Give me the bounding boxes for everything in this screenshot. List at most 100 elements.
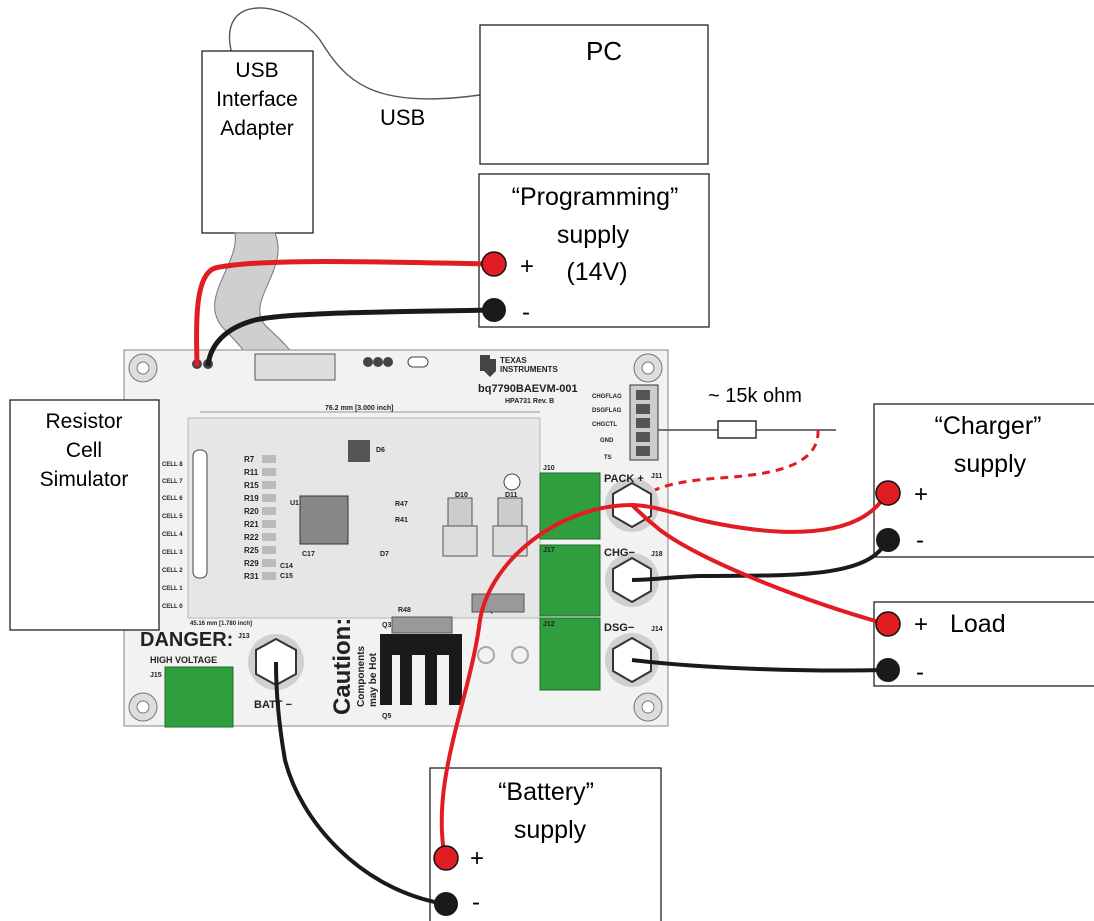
ti-logo-icon bbox=[480, 355, 496, 377]
refdes-r47: R47 bbox=[395, 501, 408, 508]
programming-supply-line-3: (14V) bbox=[566, 258, 627, 286]
mounting-hole-tl bbox=[128, 353, 158, 383]
programming-negative-terminal bbox=[482, 298, 506, 322]
pc-label: PC bbox=[586, 36, 622, 66]
j9-pin-1: CHGFLAG bbox=[592, 394, 622, 400]
refdes-c17: C17 bbox=[302, 551, 315, 558]
header-j6 bbox=[407, 356, 429, 368]
programming-positive-wire bbox=[194, 259, 491, 367]
header-j5 bbox=[363, 357, 393, 367]
charger-supply-line-1: “Charger” bbox=[935, 412, 1042, 440]
cell-label: CELL 6 bbox=[162, 496, 183, 502]
refdes-q5: Q5 bbox=[382, 713, 391, 720]
cell-label: CELL 1 bbox=[162, 586, 183, 592]
charger-plus-sign: + bbox=[914, 481, 928, 508]
mounting-hole-tr bbox=[633, 353, 663, 383]
refdes-j15: J15 bbox=[150, 672, 162, 679]
usb-adapter-line-2: Interface bbox=[216, 88, 298, 111]
battery-supply-line-1: “Battery” bbox=[498, 778, 594, 806]
j9-pin-2: DSGFLAG bbox=[592, 408, 622, 414]
refdes-j14: J14 bbox=[651, 626, 663, 633]
svg-text:R29: R29 bbox=[244, 559, 259, 568]
battery-minus-sign: - bbox=[472, 889, 480, 916]
programming-supply-box bbox=[478, 173, 710, 328]
board-revision: HPA731 Rev. B bbox=[505, 398, 554, 405]
j9-pins bbox=[636, 390, 650, 456]
caution-text: Caution: Components may be Hot bbox=[329, 618, 379, 715]
refdes-q3: Q3 bbox=[382, 622, 391, 629]
resistor-cell-simulator-box bbox=[9, 399, 160, 631]
load-positive-wire bbox=[630, 503, 887, 626]
terminal-block-j15 bbox=[164, 666, 234, 728]
cell-sim-line-3: Simulator bbox=[40, 468, 129, 491]
pc-box bbox=[479, 24, 709, 165]
board-model: bq7790BAEVM-001 bbox=[478, 383, 578, 395]
board-vendor-line-1: TEXAS bbox=[500, 356, 527, 365]
resistor-dashed-wire bbox=[654, 429, 820, 492]
svg-text:R20: R20 bbox=[244, 507, 259, 516]
pack-plus-label: PACK + bbox=[604, 473, 644, 485]
usb-cable bbox=[229, 7, 481, 100]
svg-text:R19: R19 bbox=[244, 494, 259, 503]
refdes-j11: J11 bbox=[651, 473, 662, 480]
programming-plus-sign: + bbox=[520, 253, 534, 280]
dsg-minus-label: DSG− bbox=[604, 622, 634, 634]
refdes-r48: R48 bbox=[398, 607, 411, 614]
svg-text:R22: R22 bbox=[244, 533, 259, 542]
charger-negative-terminal bbox=[876, 528, 900, 552]
cell-label: CELL 4 bbox=[162, 532, 183, 538]
battery-negative-terminal bbox=[434, 892, 458, 916]
pack-plus-testpoint bbox=[503, 473, 521, 491]
component-q7 bbox=[471, 593, 525, 613]
refdes-j17: J18 bbox=[651, 551, 663, 558]
programming-minus-sign: - bbox=[522, 299, 530, 326]
svg-text:may be Hot: may be Hot bbox=[368, 652, 379, 707]
mounting-hole-br bbox=[633, 692, 663, 722]
load-negative-wire bbox=[631, 658, 887, 673]
cell-label: CELL 3 bbox=[162, 550, 183, 556]
cell-label: CELL 8 bbox=[162, 462, 183, 468]
usb-adapter-line-3: Adapter bbox=[220, 117, 294, 140]
via-2 bbox=[511, 646, 529, 664]
battery-plus-sign: + bbox=[470, 845, 484, 872]
battery-negative-wire bbox=[274, 661, 446, 906]
svg-text:R21: R21 bbox=[244, 520, 259, 529]
mounting-hole-bl bbox=[128, 692, 158, 722]
refdes-j16: J17 bbox=[543, 547, 555, 554]
refdes-c15: C15 bbox=[280, 573, 293, 580]
resistor-column: R7 R11 R15 R19 R20 R21 R22 R25 R29 R31 bbox=[244, 455, 276, 581]
charger-positive-terminal bbox=[875, 480, 901, 506]
svg-text:Components: Components bbox=[356, 645, 367, 707]
load-plus-sign: + bbox=[914, 611, 928, 638]
battery-supply-line-2: supply bbox=[514, 816, 587, 844]
resistor-value-label: ~ 15k ohm bbox=[708, 385, 802, 407]
dimension-top: 76.2 mm [3.000 inch] bbox=[325, 405, 393, 412]
batt-minus-label: BATT − bbox=[254, 699, 292, 711]
load-label: Load bbox=[950, 610, 1006, 638]
cell-label: CELL 2 bbox=[162, 568, 183, 574]
ic-d6 bbox=[348, 440, 370, 462]
usb-adapter-line-1: USB bbox=[235, 59, 278, 82]
refdes-j13: J13 bbox=[238, 633, 250, 640]
charger-supply-line-2: supply bbox=[954, 450, 1027, 478]
battery-positive-wire bbox=[439, 503, 633, 859]
high-voltage-label: HIGH VOLTAGE bbox=[150, 655, 217, 665]
refdes-d11: D11 bbox=[505, 492, 518, 499]
svg-text:R11: R11 bbox=[244, 468, 259, 477]
cell-sim-line-2: Cell bbox=[66, 439, 102, 462]
programming-supply-line-1: “Programming” bbox=[512, 183, 679, 211]
refdes-j12: J12 bbox=[543, 621, 555, 628]
cell-labels: CELL 8 CELL 7 CELL 6 CELL 5 CELL 4 CELL … bbox=[162, 462, 183, 610]
svg-text:R31: R31 bbox=[244, 572, 259, 581]
load-minus-sign: - bbox=[916, 659, 924, 686]
cell-label: CELL 7 bbox=[162, 479, 183, 485]
refdes-c14: C14 bbox=[280, 563, 293, 570]
charger-positive-wire bbox=[631, 493, 888, 534]
terminal-block-j12 bbox=[539, 617, 601, 691]
refdes-d6: D6 bbox=[376, 447, 385, 454]
programming-negative-wire bbox=[205, 307, 491, 367]
resistor-15k-icon bbox=[717, 420, 757, 439]
cell-label: CELL 0 bbox=[162, 604, 183, 610]
terminal-block-j16 bbox=[539, 544, 601, 617]
